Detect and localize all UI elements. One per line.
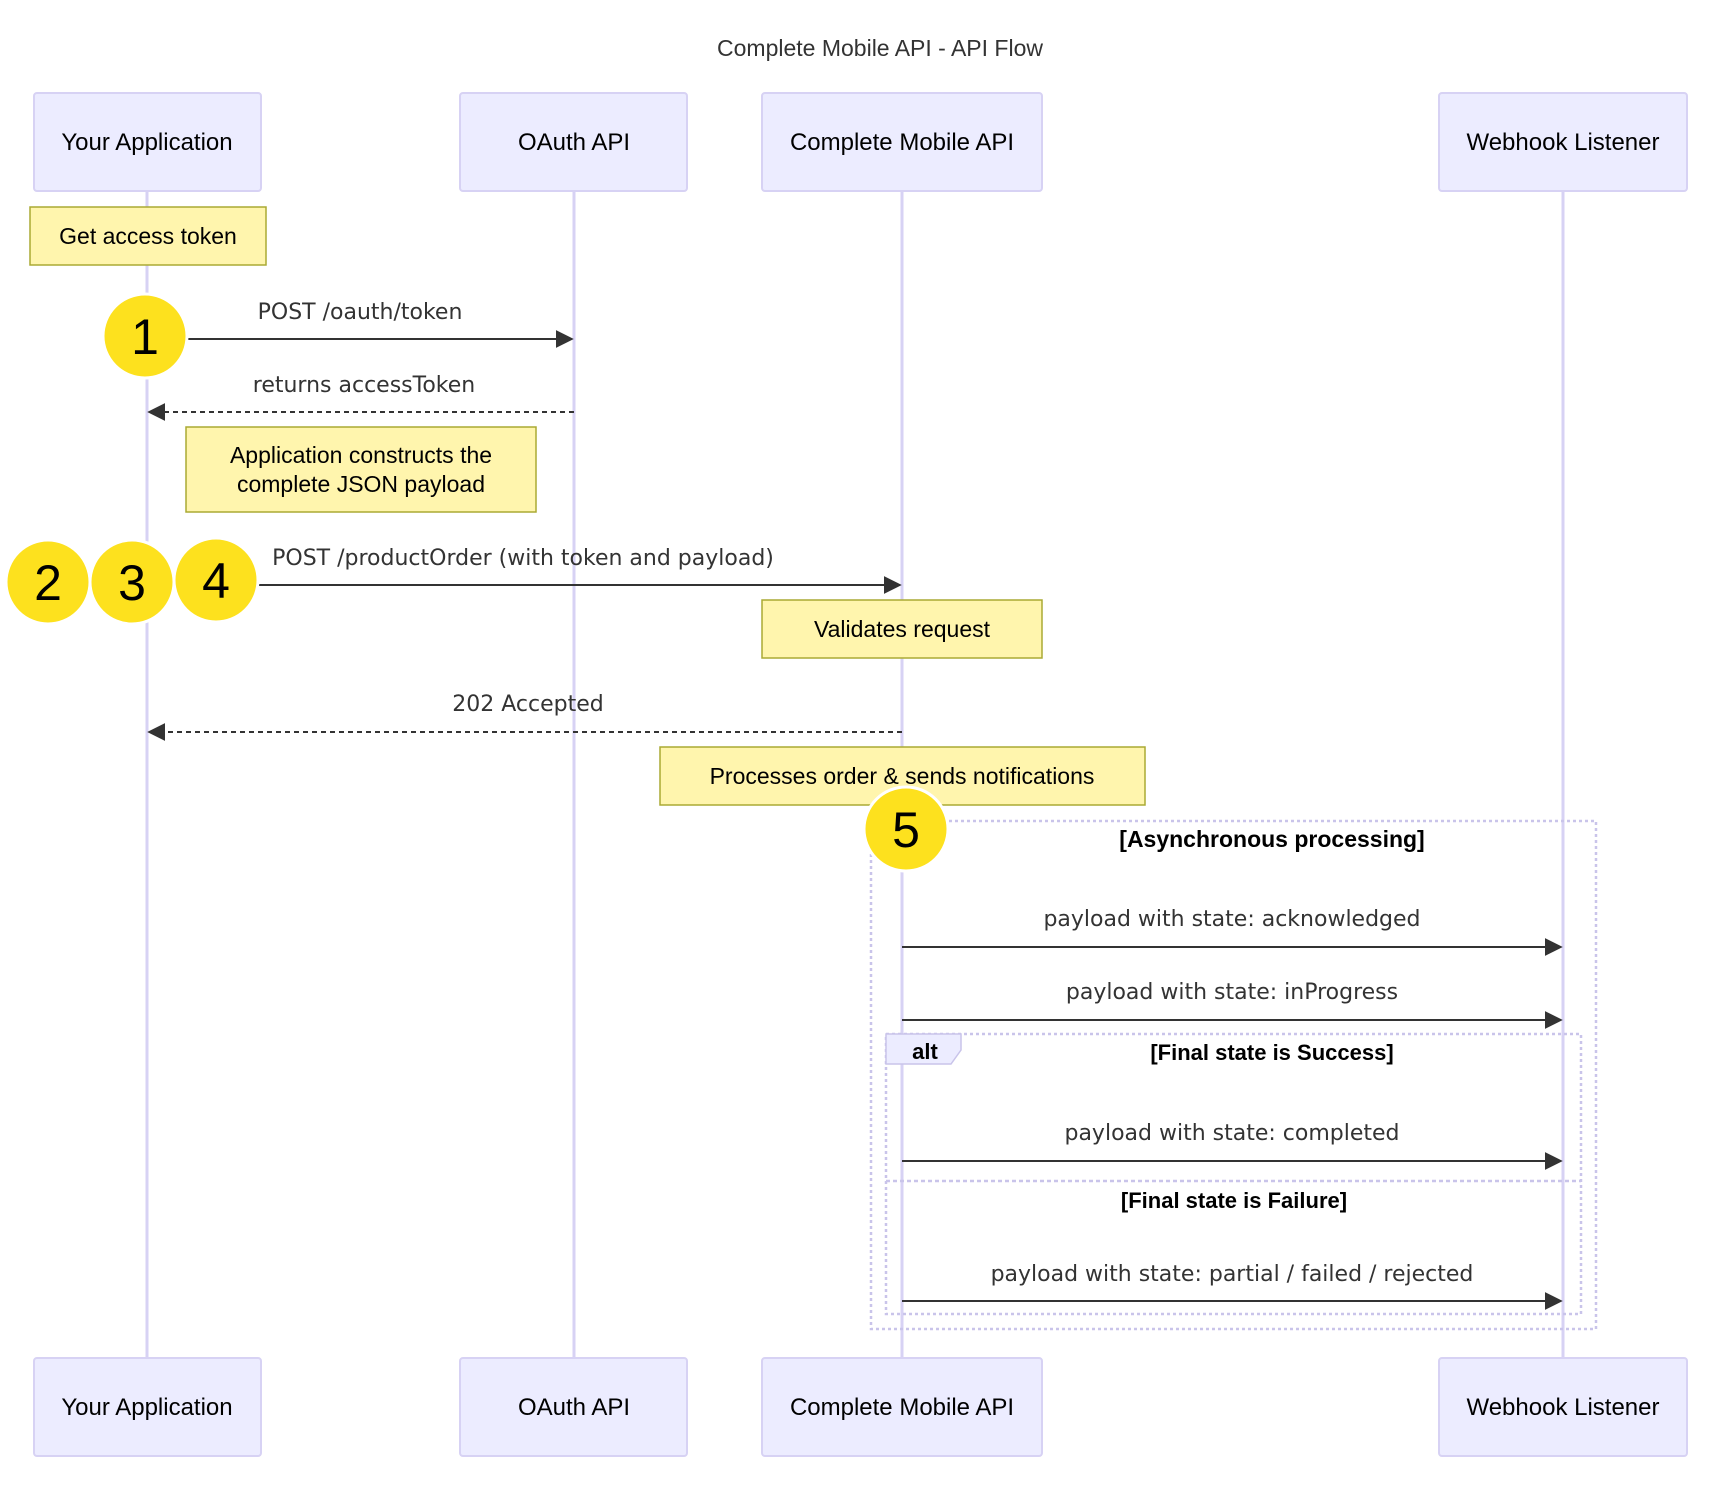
message-label: payload with state: inProgress	[1066, 980, 1398, 1005]
alt-tab	[885, 1033, 962, 1065]
actor-label: Complete Mobile API	[790, 129, 1014, 156]
note-get-access-token: Get access token	[29, 206, 267, 266]
note-text: Get access token	[59, 223, 237, 249]
actor-label: Complete Mobile API	[790, 1394, 1014, 1421]
alt-keyword: alt	[912, 1039, 938, 1064]
message-acknowledged: payload with state: acknowledged	[902, 907, 1563, 956]
message-in-progress: payload with state: inProgress	[902, 980, 1563, 1029]
message-failed: payload with state: partial / failed / r…	[902, 1262, 1563, 1310]
actors-top: Your Application OAuth API Complete Mobi…	[33, 92, 1688, 192]
actor-oauth-api-top[interactable]: OAuth API	[459, 92, 688, 192]
actor-your-application-top[interactable]: Your Application	[33, 92, 262, 192]
note-construct-payload: Application constructs the complete JSON…	[185, 426, 537, 513]
note-text: Processes order & sends notifications	[710, 763, 1095, 789]
message-label: 202 Accepted	[452, 692, 603, 717]
message-label: payload with state: acknowledged	[1043, 907, 1420, 932]
diagram-title: Complete Mobile API - API Flow	[717, 35, 1043, 61]
loop-frame: [Asynchronous processing]	[869, 819, 1598, 1331]
step-badge-4: 4	[172, 536, 260, 624]
actor-label: OAuth API	[518, 129, 630, 156]
alt-condition-success: [Final state is Success]	[1150, 1040, 1393, 1065]
actor-your-application-bottom[interactable]: Your Application	[33, 1357, 262, 1457]
step-badge-1: 1	[101, 292, 189, 380]
note-text: Validates request	[814, 616, 991, 642]
step-number: 1	[131, 309, 159, 365]
alt-frame-border	[884, 1032, 1583, 1316]
actors-bottom: Your Application OAuth API Complete Mobi…	[33, 1357, 1688, 1457]
step-badge-5: 5	[862, 785, 950, 873]
alt-condition-failure: [Final state is Failure]	[1121, 1188, 1347, 1213]
message-label: payload with state: completed	[1064, 1121, 1399, 1146]
step-number: 2	[34, 555, 62, 611]
step-number: 3	[118, 555, 146, 611]
note-processes-order: Processes order & sends notifications	[659, 746, 1146, 806]
step-number: 4	[202, 553, 230, 609]
message-post-product-order: POST /productOrder (with token and paylo…	[147, 546, 902, 594]
loop-frame-border	[869, 819, 1598, 1331]
alt-frame: alt [Final state is Success] [Final stat…	[884, 1032, 1583, 1316]
actor-webhook-listener-bottom[interactable]: Webhook Listener	[1438, 1357, 1688, 1457]
actor-oauth-api-bottom[interactable]: OAuth API	[459, 1357, 688, 1457]
message-completed: payload with state: completed	[902, 1121, 1563, 1170]
actor-webhook-listener-top[interactable]: Webhook Listener	[1438, 92, 1688, 192]
note-validates-request: Validates request	[761, 599, 1043, 659]
message-returns-access-token: returns accessToken	[147, 373, 574, 421]
message-202-accepted: 202 Accepted	[147, 692, 902, 741]
actor-complete-mobile-api-top[interactable]: Complete Mobile API	[761, 92, 1043, 192]
message-label: payload with state: partial / failed / r…	[991, 1262, 1474, 1287]
message-label: POST /productOrder (with token and paylo…	[272, 546, 774, 571]
actor-complete-mobile-api-bottom[interactable]: Complete Mobile API	[761, 1357, 1043, 1457]
message-label: returns accessToken	[253, 373, 475, 398]
loop-condition: [Asynchronous processing]	[1119, 826, 1424, 852]
step-number: 5	[892, 802, 920, 858]
message-label: POST /oauth/token	[258, 300, 463, 325]
actor-label: Your Application	[61, 1394, 232, 1421]
note-text-line2: complete JSON payload	[237, 471, 485, 497]
step-badge-3: 3	[88, 538, 176, 626]
actor-label: Webhook Listener	[1466, 1394, 1659, 1421]
note-text-line1: Application constructs the	[230, 442, 492, 468]
actor-label: Your Application	[61, 129, 232, 156]
actor-label: OAuth API	[518, 1394, 630, 1421]
step-badge-2: 2	[4, 538, 92, 626]
message-post-oauth-token: POST /oauth/token	[147, 300, 574, 348]
actor-label: Webhook Listener	[1466, 129, 1659, 156]
